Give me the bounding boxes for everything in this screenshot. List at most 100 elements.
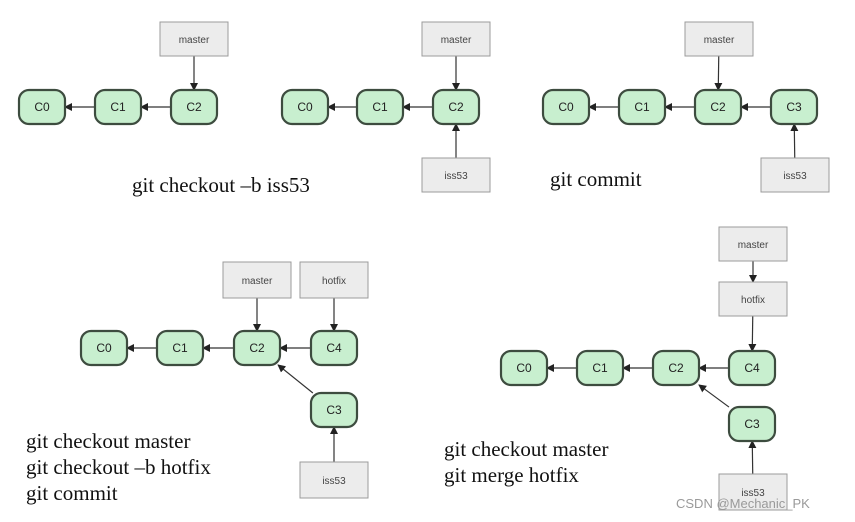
branch-label-box [760, 157, 830, 193]
branch-label-text: iss53 [444, 171, 468, 182]
branch-label-text: master [242, 276, 273, 287]
branch-label-text: iss53 [783, 171, 807, 182]
commit-node-c2: C2 [651, 349, 701, 387]
commit-label: C1 [372, 100, 388, 114]
branch-label-text: master [704, 35, 735, 46]
branch-label-text: master [738, 240, 769, 251]
commit-box [169, 88, 219, 126]
branch-label-text: master [441, 35, 472, 46]
commit-box [693, 88, 743, 126]
commit-box [79, 329, 129, 367]
commit-box [769, 88, 819, 126]
branch-label-box [222, 261, 292, 299]
commit-label: C1 [592, 361, 608, 375]
commit-label: C2 [448, 100, 464, 114]
branch-label-text: hotfix [322, 276, 346, 287]
commit-node-c1: C1 [575, 349, 625, 387]
branch-label-box [299, 461, 369, 499]
commit-node-c3: C3 [309, 391, 359, 429]
commit-node-c2: C2 [232, 329, 282, 367]
branch-label-text: iss53 [741, 488, 765, 499]
commit-label: C2 [668, 361, 684, 375]
commit-box [93, 88, 143, 126]
caption-panel-4: git checkout master git checkout –b hotf… [26, 428, 211, 506]
watermark: CSDN @Mechanic_PK [676, 496, 810, 511]
branch-label-box [718, 281, 788, 317]
branch-label-box [718, 226, 788, 262]
caption-line: git checkout master [26, 429, 191, 453]
commit-label: C3 [744, 417, 760, 431]
arrow-iss53-to-c3 [790, 123, 799, 159]
caption-line: git merge hotfix [444, 463, 579, 487]
commit-box [355, 88, 405, 126]
branch-label-box [684, 21, 754, 57]
commit-box [727, 405, 777, 443]
commit-box [617, 88, 667, 126]
commit-label: C4 [744, 361, 760, 375]
panel-2: master iss53 C0 C1 C2 [280, 21, 491, 193]
arrow-hotfix-to-c4 [748, 315, 757, 352]
commit-node-c3: C3 [727, 405, 777, 443]
branch-label-text: iss53 [322, 476, 346, 487]
commit-box [727, 349, 777, 387]
branch-label-box [299, 261, 369, 299]
commit-label: C2 [249, 341, 265, 355]
branch-label-master: master [718, 226, 788, 262]
caption-line: git commit [550, 167, 642, 191]
commit-node-c4: C4 [309, 329, 359, 367]
arrow-c3-to-c2 [277, 364, 314, 394]
commit-node-c2: C2 [431, 88, 481, 126]
commit-box [155, 329, 205, 367]
commit-node-c0: C0 [499, 349, 549, 387]
branch-label-text: hotfix [741, 295, 765, 306]
commit-label: C4 [326, 341, 342, 355]
commit-box [17, 88, 67, 126]
branch-label-master: master [684, 21, 754, 57]
caption-line: git checkout –b hotfix [26, 455, 211, 479]
commit-node-c1: C1 [617, 88, 667, 126]
commit-box [309, 329, 359, 367]
caption-panel-1: git checkout –b iss53 [132, 172, 310, 198]
caption-line: git commit [26, 481, 118, 505]
branch-label-hotfix: hotfix [299, 261, 369, 299]
commit-node-c2: C2 [169, 88, 219, 126]
branch-label-master: master [159, 21, 229, 57]
commit-box [309, 391, 359, 429]
commit-label: C0 [34, 100, 50, 114]
caption-line: git checkout master [444, 437, 609, 461]
branch-label-iss53: iss53 [299, 461, 369, 499]
commit-box [541, 88, 591, 126]
commit-label: C3 [326, 403, 342, 417]
arrow-master-to-c2 [714, 55, 723, 91]
commit-node-c3: C3 [769, 88, 819, 126]
commit-node-c1: C1 [155, 329, 205, 367]
commit-label: C2 [186, 100, 202, 114]
commit-node-c4: C4 [727, 349, 777, 387]
branch-label-iss53: iss53 [760, 157, 830, 193]
commit-node-c0: C0 [541, 88, 591, 126]
commit-node-c0: C0 [79, 329, 129, 367]
caption-panel-3: git commit [550, 166, 642, 192]
panel-3: master iss53 C0 C1 C2 C3 [541, 21, 830, 193]
branch-label-box [159, 21, 229, 57]
branch-label-hotfix: hotfix [718, 281, 788, 317]
commit-node-c1: C1 [355, 88, 405, 126]
commit-label: C0 [297, 100, 313, 114]
branch-label-master: master [222, 261, 292, 299]
caption-panel-5: git checkout master git merge hotfix [444, 436, 608, 488]
commit-node-c0: C0 [17, 88, 67, 126]
commit-label: C0 [96, 341, 112, 355]
commit-box [232, 329, 282, 367]
commit-node-c2: C2 [693, 88, 743, 126]
caption-line: git checkout –b iss53 [132, 173, 310, 197]
commit-label: C1 [110, 100, 126, 114]
branch-label-text: master [179, 35, 210, 46]
commit-box [651, 349, 701, 387]
commit-box [431, 88, 481, 126]
commit-label: C0 [558, 100, 574, 114]
commit-label: C0 [516, 361, 532, 375]
